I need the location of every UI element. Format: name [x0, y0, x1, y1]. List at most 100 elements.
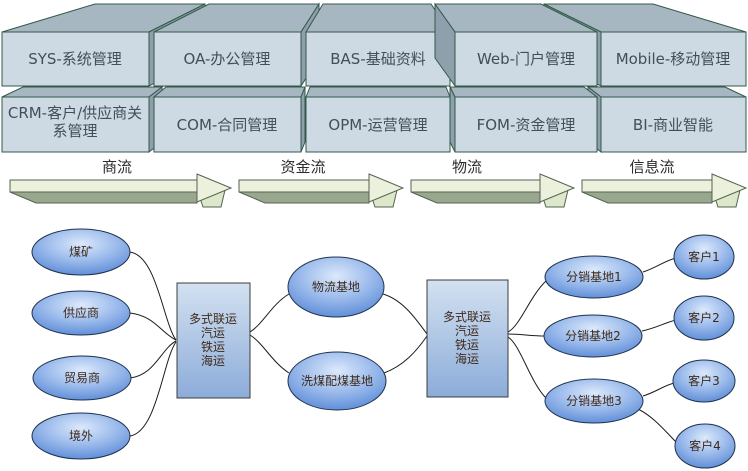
- box-front-face: [600, 31, 747, 87]
- connector-hub2-dist2: [507, 333, 546, 337]
- node-label-customer-3: 客户3: [688, 373, 720, 388]
- arrow-body: [581, 179, 713, 193]
- box-top-face: [152, 86, 306, 98]
- flow-label-capital: 资金流: [280, 158, 325, 176]
- node-supplier: 供应商: [31, 290, 131, 336]
- arrow-side-face: [581, 191, 713, 204]
- connector-dist3-customer3: [642, 382, 675, 397]
- box-top-face: [586, 86, 747, 98]
- flow-label-logistics: 物流: [452, 158, 482, 176]
- hub-transport-1: 多式联运 汽运 铁运 海运: [176, 282, 251, 399]
- connector-hub2-dist1: [507, 280, 547, 333]
- connector-dist2-customer2: [641, 319, 677, 332]
- node-label-customer-1: 客户1: [688, 249, 720, 264]
- hub2-line4: 海运: [455, 351, 479, 366]
- module-label-sys: SYS-系统管理: [28, 50, 122, 68]
- connector-hub2-dist3: [507, 336, 547, 399]
- module-box-bas: BAS-基础资料: [305, 3, 451, 87]
- node-label-distribution-2: 分销基地2: [565, 329, 621, 343]
- hub2-line2: 汽运: [455, 323, 479, 338]
- box-front-face: [454, 31, 598, 87]
- node-label-distribution-1: 分销基地1: [566, 270, 622, 284]
- box-top-face: [1, 86, 164, 98]
- box-top-face: [305, 86, 451, 98]
- node-label-coal-mine: 煤矿: [69, 245, 93, 259]
- box-front-face: [153, 96, 302, 153]
- flow-arrow-trade: [9, 173, 233, 208]
- node-customer-2: 客户2: [673, 295, 735, 341]
- module-label-crm: CRM-客户/供应商关系管理: [8, 104, 142, 140]
- node-customer-3: 客户3: [672, 359, 736, 403]
- box-side-face: [449, 86, 456, 153]
- node-label-customer-4: 客户4: [689, 438, 721, 453]
- node-shape: [31, 228, 131, 276]
- flow-arrow-information: [581, 173, 748, 208]
- node-shape: [287, 351, 387, 411]
- module-label-opm: OPM-运营管理: [328, 116, 427, 134]
- arrow-side-face: [238, 191, 370, 204]
- module-box-crm: CRM-客户/供应商关系管理: [1, 85, 164, 154]
- arrow-body: [9, 179, 198, 193]
- node-shape: [674, 423, 736, 469]
- module-box-web: Web-门户管理: [434, 2, 598, 88]
- node-customer-1: 客户1: [673, 234, 735, 280]
- box-side-face: [300, 86, 306, 153]
- connector-hub1-logistics-base: [249, 293, 290, 333]
- box-front-face: [600, 96, 747, 153]
- node-coal-washing-base: 洗煤配煤基地: [287, 351, 387, 411]
- node-shape: [543, 314, 643, 358]
- hub-shape: [426, 279, 509, 398]
- module-box-bi: BI-商业智能: [586, 85, 747, 154]
- module-box-fom: FOM-资金管理: [449, 86, 599, 153]
- flow-arrow-capital: [238, 173, 405, 208]
- hub-shape: [176, 282, 251, 399]
- node-label-coal-washing-base: 洗煤配煤基地: [301, 374, 373, 388]
- box-front-face: [153, 31, 302, 87]
- node-shape: [673, 234, 735, 280]
- module-label-com: COM-合同管理: [177, 116, 278, 134]
- node-shape: [31, 290, 131, 336]
- hub1-line2: 汽运: [201, 325, 225, 340]
- connector-coal-hub1: [129, 251, 177, 341]
- connector-washing-base-hub2: [383, 335, 428, 374]
- flow-arrow-logistics: [410, 173, 576, 208]
- node-shape: [287, 256, 385, 318]
- box-top-face: [449, 86, 599, 98]
- arrow-head: [539, 173, 576, 203]
- node-overseas: 境外: [31, 412, 131, 460]
- hub1-line3: 铁运: [201, 340, 225, 354]
- module-label-fom: FOM-资金管理: [477, 116, 576, 134]
- node-shape: [673, 295, 735, 341]
- node-label-trader: 贸易商: [64, 370, 100, 385]
- node-distribution-base-3: 分销基地3: [544, 378, 644, 424]
- arrow-head: [196, 173, 233, 203]
- box-front-face: [1, 96, 150, 153]
- hub2-line3: 铁运: [455, 338, 479, 352]
- node-label-logistics-base: 物流基地: [312, 280, 360, 294]
- hub-transport-2: 多式联运 汽运 铁运 海运: [426, 279, 509, 398]
- box-top-face: [305, 3, 451, 33]
- flow-label-trade: 商流: [102, 158, 132, 176]
- connector-logistics-base-hub2: [382, 293, 428, 335]
- module-label-bas: BAS-基础资料: [330, 50, 426, 68]
- arrow-side-face: [410, 191, 541, 204]
- arrow-head: [711, 173, 748, 203]
- node-shape: [544, 255, 644, 299]
- connector-overseas-hub1: [129, 341, 177, 437]
- node-distribution-base-2: 分销基地2: [543, 314, 643, 358]
- connector-dist3-customer4: [637, 408, 678, 444]
- node-logistics-base: 物流基地: [287, 256, 385, 318]
- node-label-distribution-3: 分销基地3: [566, 394, 622, 408]
- connector-supplier-hub1: [129, 312, 177, 341]
- connectors: [129, 251, 678, 444]
- module-label-mobile: Mobile-移动管理: [616, 50, 731, 68]
- hub2-line1: 多式联运: [443, 310, 491, 324]
- module-grid-row1: SYS-系统管理 OA-办公管理 BAS-基础资料 Mobile-移动管理 We…: [1, 2, 747, 88]
- module-label-bi: BI-商业智能: [633, 116, 713, 134]
- arrow-head: [368, 173, 405, 203]
- hub1-line1: 多式联运: [189, 312, 237, 326]
- connector-trader-hub1: [129, 340, 177, 379]
- supply-chain-network: 煤矿 供应商 贸易商 境外 多式联运 汽运 铁运 海运 物流基地: [31, 228, 736, 469]
